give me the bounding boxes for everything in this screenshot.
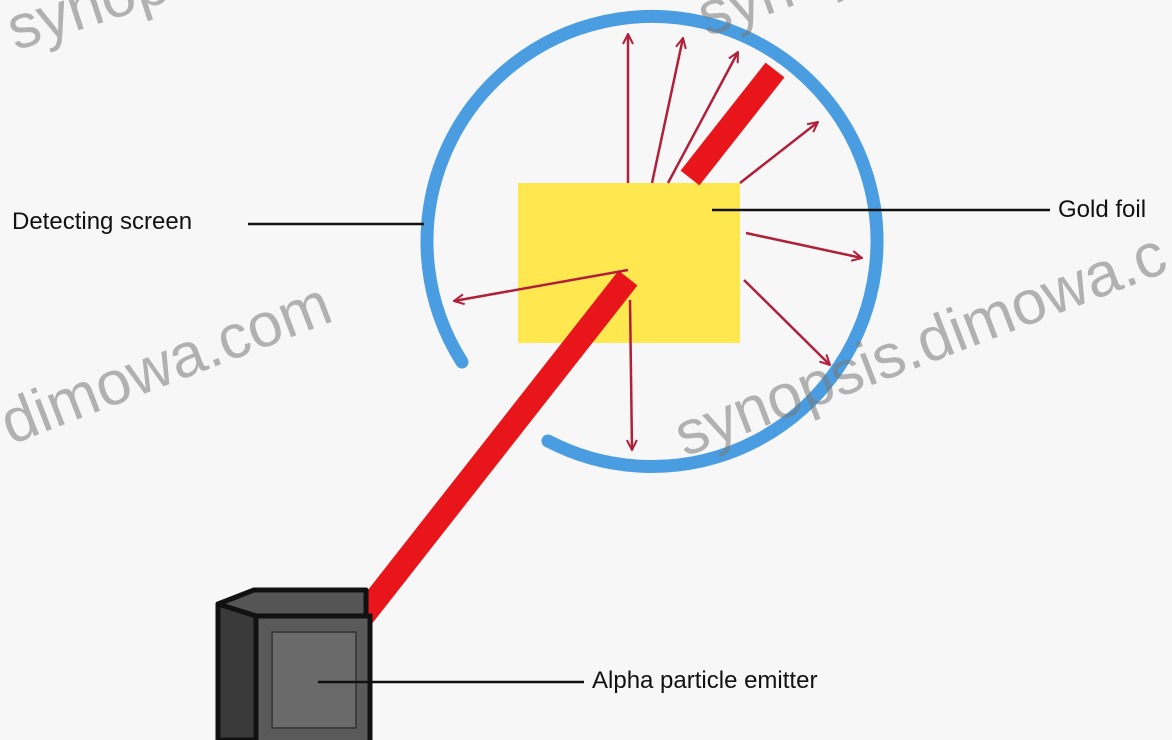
alpha-emitter-cube: [218, 590, 370, 740]
label-gold-foil: Gold foil: [1058, 196, 1146, 224]
gold-foil: [518, 183, 740, 343]
scatter-arrow: [746, 233, 862, 258]
alpha-beam-through: [690, 70, 775, 178]
alpha-beam-incoming: [362, 278, 628, 617]
label-emitter: Alpha particle emitter: [592, 667, 817, 695]
label-detecting-screen: Detecting screen: [12, 208, 192, 236]
scatter-arrow: [740, 122, 818, 183]
